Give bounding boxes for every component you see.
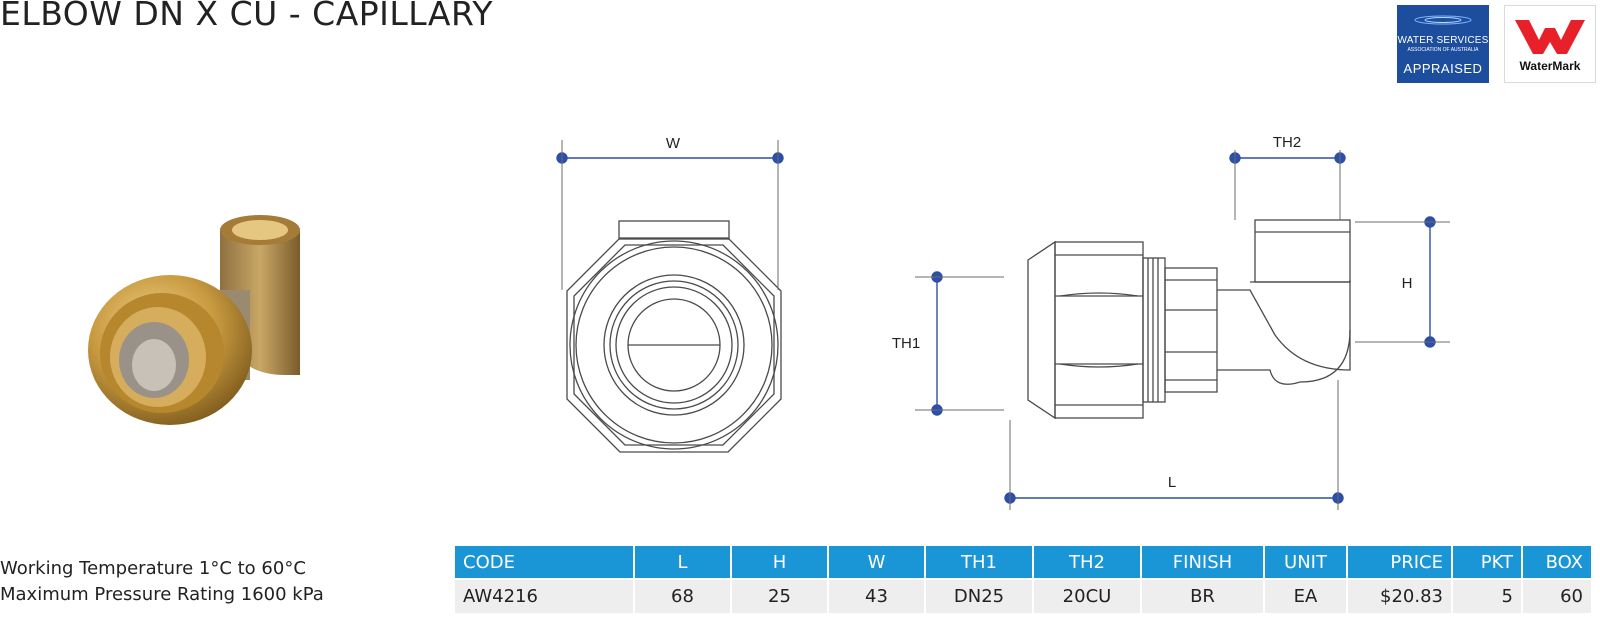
- dimension-th2-label: TH2: [1273, 134, 1301, 151]
- col-unit: UNIT: [1265, 546, 1346, 578]
- wsaa-swirl-icon: [1414, 15, 1472, 25]
- product-photo: [88, 215, 300, 425]
- cell-th2: 20CU: [1034, 578, 1140, 613]
- wsaa-line3: APPRAISED: [1403, 61, 1483, 76]
- dimension-l-label: L: [1168, 474, 1176, 491]
- col-box: BOX: [1523, 546, 1591, 578]
- product-spec-table: CODE L H W TH1 TH2 FINISH UNIT PRICE PKT…: [453, 546, 1593, 613]
- col-h: H: [732, 546, 827, 578]
- cell-th1: DN25: [926, 578, 1032, 613]
- cell-finish: BR: [1142, 578, 1263, 613]
- watermark-label: WaterMark: [1519, 59, 1581, 73]
- watermark-w-icon: [1515, 20, 1585, 54]
- cell-unit: EA: [1265, 578, 1346, 613]
- working-temperature: Working Temperature 1°C to 60°C: [0, 558, 306, 579]
- col-pkt: PKT: [1453, 546, 1521, 578]
- page-title: ELBOW DN X CU - CAPILLARY: [0, 0, 493, 33]
- dimension-h-label: H: [1402, 275, 1413, 292]
- dimension-w-label: W: [666, 135, 681, 152]
- col-finish: FINISH: [1142, 546, 1263, 578]
- cell-box: 60: [1523, 578, 1591, 613]
- front-view-drawing: W: [556, 135, 784, 453]
- side-view-drawing: TH2 H TH1 L: [892, 134, 1450, 510]
- cell-l: 68: [635, 578, 730, 613]
- wsaa-line2: ASSOCIATION OF AUSTRALIA: [1407, 47, 1479, 53]
- col-code: CODE: [455, 546, 633, 578]
- max-pressure-rating: Maximum Pressure Rating 1600 kPa: [0, 584, 324, 605]
- spec-notes: Working Temperature 1°C to 60°C Maximum …: [0, 556, 324, 608]
- wsaa-line1: WATER SERVICES: [1397, 35, 1489, 46]
- cell-h: 25: [732, 578, 827, 613]
- cell-pkt: 5: [1453, 578, 1521, 613]
- watermark-logo: WaterMark: [1504, 5, 1596, 83]
- cell-w: 43: [829, 578, 924, 613]
- table-header-row: CODE L H W TH1 TH2 FINISH UNIT PRICE PKT…: [455, 546, 1591, 578]
- col-w: W: [829, 546, 924, 578]
- col-l: L: [635, 546, 730, 578]
- col-th2: TH2: [1034, 546, 1140, 578]
- wsaa-appraised-logo: WATER SERVICES ASSOCIATION OF AUSTRALIA …: [1397, 5, 1489, 83]
- dimension-th1-label: TH1: [892, 335, 920, 352]
- cell-price: $20.83: [1348, 578, 1451, 613]
- col-th1: TH1: [926, 546, 1032, 578]
- table-row: AW4216 68 25 43 DN25 20CU BR EA $20.83 5…: [455, 578, 1591, 613]
- col-price: PRICE: [1348, 546, 1451, 578]
- cell-code: AW4216: [455, 578, 633, 613]
